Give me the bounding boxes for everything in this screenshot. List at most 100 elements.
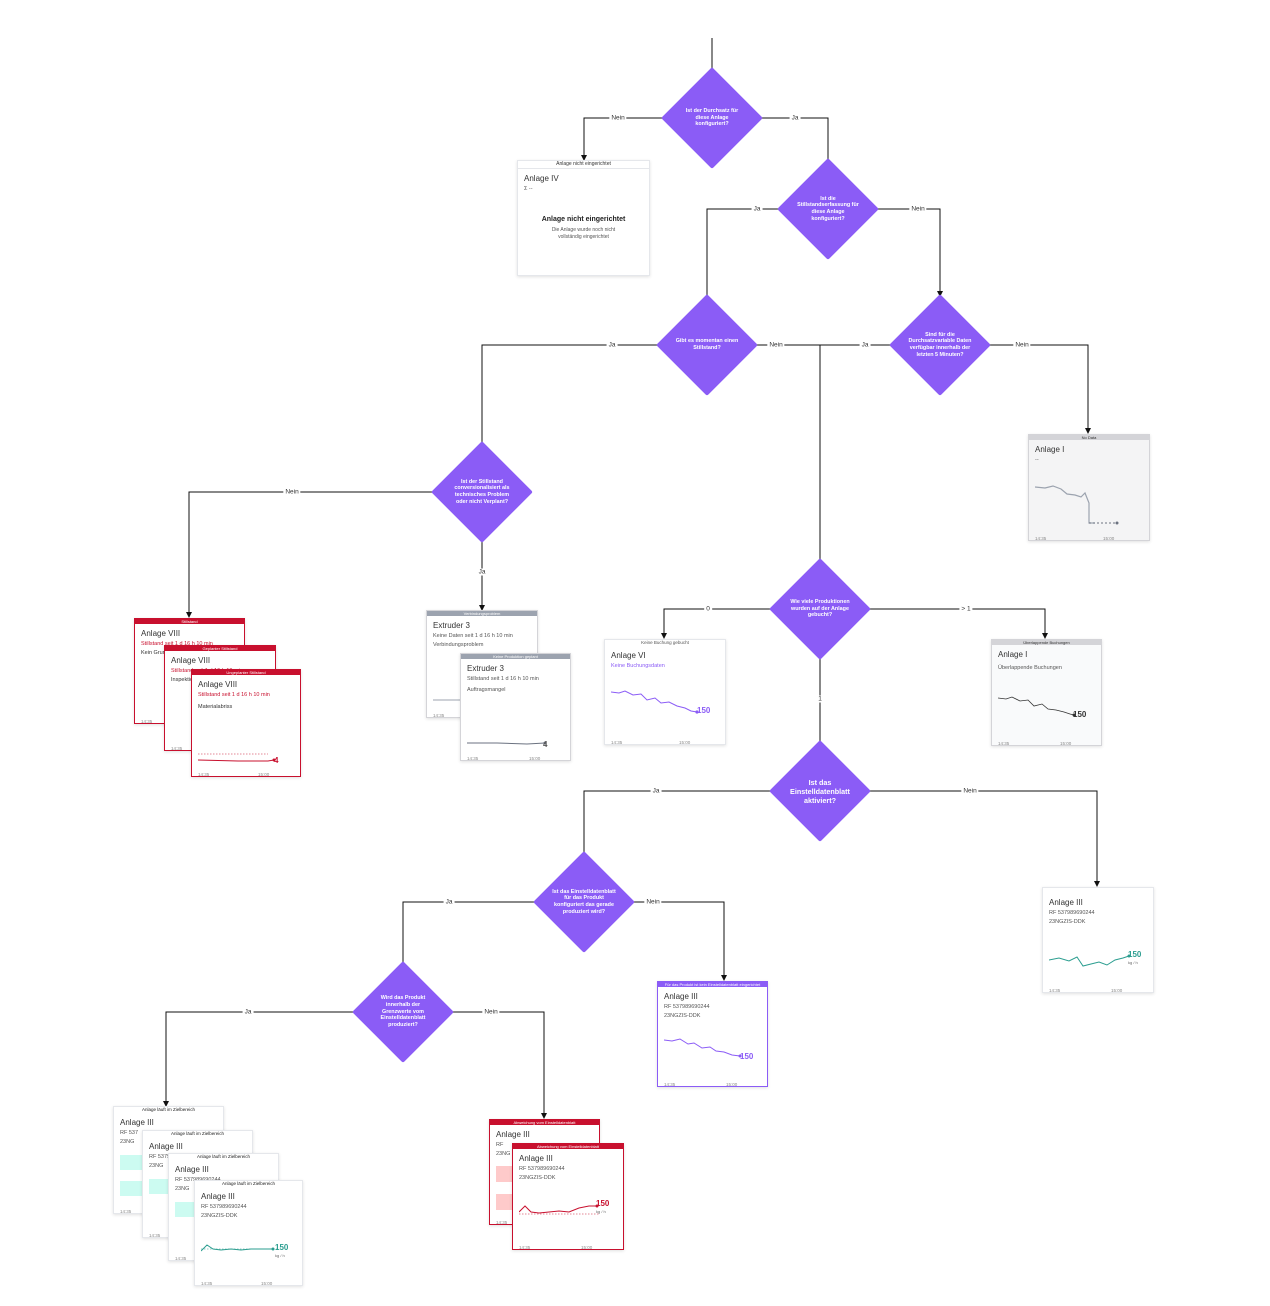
card-sub-product: 23NGZIS-DDK (519, 1175, 556, 1181)
edge-d3-yes (479, 344, 667, 453)
card-in-range-4: Anlage läuft im Zielbereich Anlage III R… (194, 1180, 303, 1286)
time-end: 15:00 (1111, 988, 1123, 993)
card-header: Anlage läuft im Zielbereich (221, 1181, 276, 1186)
card-header: Anlage läuft im Zielbereich (141, 1107, 196, 1112)
card-header: Abweichung vom Einstelldatenblatt (490, 1120, 599, 1125)
card-sub: Keine Buchungsdaten (611, 663, 665, 669)
edge-d1-yes (754, 117, 831, 171)
card-sub: Überlappende Buchungen (998, 665, 1062, 671)
card-header: Keine Buchung gebucht (641, 640, 689, 645)
card-title: Anlage VIII (141, 629, 181, 638)
sparkline (433, 699, 463, 701)
card-title: Anlage III (201, 1192, 235, 1201)
card-sub: Stillstand seit 1 d 16 h 10 min (198, 692, 270, 698)
decision-text: Wird das Produkt innerhalb der Grenzwert… (380, 995, 426, 1029)
sparkline (201, 1244, 277, 1252)
card-no-production-planned: Keine Produktion geplant Extruder 3 Stil… (460, 653, 571, 761)
edge-label-d4-yes: Ja (859, 341, 871, 349)
time-end: 15:00 (726, 1082, 738, 1087)
card-title: Anlage VI (611, 651, 646, 660)
card-header: Stillstand (135, 619, 244, 624)
card-unit: kg / h (275, 1253, 285, 1258)
card-note: Auftragsmangel (467, 687, 506, 693)
time-start: 14:35 (433, 713, 445, 718)
decision-current-downtime: Gibt es momentan einen Stillstand? (656, 294, 758, 396)
card-header: Keine Produktion geplant (461, 654, 570, 659)
card-message-body: Die Anlage wurde noch nicht vollständig … (551, 227, 616, 240)
sparkline (1049, 954, 1131, 967)
time-start: 14:35 (1049, 988, 1061, 993)
edge-label-d9-yes: Ja (242, 1008, 254, 1016)
time-start: 14:35 (496, 1220, 508, 1225)
card-unplanned-stillstand: Ungeplanter Stillstand Anlage VIII Still… (191, 669, 301, 777)
card-note: Inspektion (171, 677, 197, 683)
card-header: Überlappende Buchungen (992, 640, 1101, 645)
card-out-of-range-2: Abweichung vom Einstelldatenblatt Anlage… (512, 1143, 624, 1250)
card-sub-product: 23NGZIS-DDK (664, 1013, 701, 1019)
card-value: 150 (596, 1199, 610, 1208)
card-sub-order: RF 537989690244 (201, 1204, 247, 1210)
card-no-booking: Keine Buchung gebucht Anlage VI Keine Bu… (604, 639, 726, 745)
edge-label-d5-yes: Ja (476, 568, 488, 576)
card-sub-product: 23NG (175, 1186, 190, 1192)
edge-label-d3-no: Nein (767, 341, 785, 349)
edge-label-d1-no: Nein (609, 114, 627, 122)
time-start: 14:35 (120, 1209, 132, 1214)
card-title: Anlage III (120, 1118, 154, 1127)
card-header: Geplanter Stillstand (165, 646, 275, 651)
card-sub-product: 23NG (149, 1163, 164, 1169)
edge-d4-no (988, 344, 1091, 434)
sparkline (1035, 485, 1119, 525)
card-sub-order: RF 537989690244 (664, 1004, 710, 1010)
edge-label-d1-yes: Ja (789, 114, 801, 122)
card-sub-product: 23NG (120, 1139, 135, 1145)
decision-within-limits: Wird das Produkt innerhalb der Grenzwert… (352, 961, 454, 1063)
decision-production-count: Wie viele Produktionen wurden auf der An… (769, 558, 871, 660)
time-start: 14:35 (519, 1245, 531, 1250)
card-unit: kg / h (1128, 960, 1138, 965)
card-value: 150 (1073, 710, 1087, 719)
time-end: 15:00 (258, 772, 270, 777)
edge-d8-yes (400, 901, 544, 973)
sparkline (664, 1038, 742, 1058)
card-title: Anlage I (998, 650, 1028, 659)
decision-text: Ist das Einstelldatenblatt für das Produ… (552, 888, 616, 915)
time-end: 15:00 (1060, 741, 1072, 746)
card-value: 4 (274, 756, 279, 765)
card-title: Anlage IV (524, 174, 559, 183)
edge-d3-no (749, 344, 823, 571)
decision-text: Gibt es momentan einen Stillstand? (675, 338, 739, 351)
card-overlapping-bookings: Überlappende Buchungen Anlage I Überlapp… (991, 639, 1102, 746)
edge-label-d7-yes: Ja (650, 787, 662, 795)
card-sub-order: RF 537 (120, 1130, 139, 1136)
time-start: 14:35 (141, 719, 153, 724)
decision-data-available: Sind für die Durchsatzvariable Daten ver… (889, 294, 991, 396)
card-title: Extruder 3 (467, 664, 504, 673)
time-start: 14:35 (611, 740, 623, 745)
card-sub-order: RF (496, 1142, 504, 1148)
edge-d6-zero (661, 608, 779, 639)
time-start: 14:35 (467, 756, 479, 761)
edge-d2-no (870, 208, 943, 297)
card-title: Anlage VIII (198, 680, 238, 689)
edge-label-d2-yes: Ja (751, 205, 763, 213)
card-note: Kein Grund (141, 650, 169, 656)
card-value: 150 (740, 1052, 754, 1061)
edge-d5-no (186, 491, 437, 618)
card-header: Für das Produkt ist kein Einstelldatenbl… (658, 982, 767, 987)
time-start: 14:35 (149, 1233, 161, 1238)
decision-downtime-configured: Ist die Stillstandserfassung für diese A… (777, 158, 879, 260)
card-value: 4 (543, 740, 548, 749)
card-no-sheet-for-product: Für das Produkt ist kein Einstelldatenbl… (657, 981, 768, 1087)
sparkline (467, 741, 547, 745)
card-title: Anlage III (149, 1142, 183, 1151)
decision-downtime-classified: Ist der Stillstand conversionalisiert al… (431, 441, 533, 543)
time-end: 15:00 (679, 740, 691, 745)
card-sub: Stillstand seit 1 d 16 h 10 min (467, 676, 539, 682)
card-title: Anlage III (175, 1165, 209, 1174)
card-sub-product: 23NG (496, 1151, 511, 1157)
time-start: 14:35 (175, 1256, 187, 1261)
decision-text: Ist die Stillstandserfassung für diese A… (797, 195, 859, 222)
edge-d7-yes (581, 790, 779, 864)
